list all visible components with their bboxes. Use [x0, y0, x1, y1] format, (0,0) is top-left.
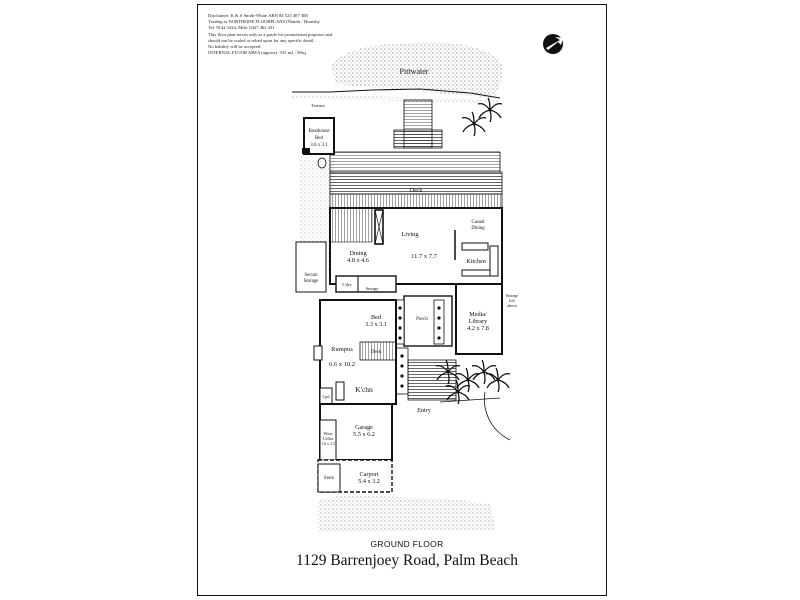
storage-label: Storage: [366, 286, 379, 291]
north-arrow-icon: [543, 34, 563, 54]
kitchenette-label: K'chn: [355, 385, 373, 394]
secure-storage-label: Secure: [304, 273, 317, 278]
deck-steps: [329, 151, 501, 173]
casual-dining-label: Dining: [471, 226, 485, 231]
cupboard-label: Cpd: [323, 394, 331, 399]
media-label: Media/: [469, 311, 487, 318]
main-deck: [329, 193, 503, 209]
shore-strip: [292, 94, 500, 104]
laundry-label: L'dry: [342, 282, 352, 287]
living-label: Living: [401, 231, 419, 238]
carport-label: Carport: [360, 471, 379, 478]
floor-level-label: GROUND FLOOR: [370, 539, 444, 549]
water-area: [332, 42, 503, 98]
small-deck-label: Deck: [371, 350, 382, 355]
secure-storage-label: Storage: [304, 279, 319, 284]
disclaimer-line: should not be scaled or relied upon for …: [208, 37, 315, 43]
entry-label: Entry: [417, 407, 432, 414]
deck-label: Deck: [410, 188, 423, 194]
rumpus-dimensions: 6.6 x 10.2: [329, 361, 355, 368]
porch-label: Porch: [416, 317, 428, 322]
garage-label: Garage: [355, 424, 373, 431]
rumpus-label: Rumpus: [331, 346, 353, 353]
disclaimer-line: Tel: 9144 3434; Mob: 0427 462 431: [208, 25, 275, 31]
boathouse-dimensions: 3.0 x 3.1: [310, 143, 328, 148]
media-dimensions: 4.2 x 7.8: [467, 325, 489, 332]
wine-cellar-label: Cellar: [323, 436, 334, 441]
kitchen-label: Kitchen: [466, 258, 486, 265]
disclaimer-line: INTERNAL FLOOR AREA (approx): 541 m2 : 5…: [208, 50, 306, 56]
storage-loft-label: above: [507, 303, 517, 308]
property-address: 1129 Barrenjoey Road, Palm Beach: [296, 552, 518, 569]
media-room: [455, 283, 503, 355]
storage-loft-label: loft: [509, 298, 515, 303]
living-dimensions: 11.7 x 7.7: [411, 253, 438, 260]
dining-label: Dining: [349, 250, 366, 257]
media-label: Library: [469, 318, 488, 325]
shoreline: [292, 88, 501, 99]
secure-storage: [295, 241, 327, 293]
pittwater-label: Pittwater: [400, 67, 429, 76]
disclaimer-block: Disclaimer: K & S Smith-White ABN 84 523…: [208, 13, 408, 56]
terrace-label: Terrace: [311, 103, 325, 108]
wine-cellar-dimensions: 1.6 x 3.3: [321, 442, 334, 446]
carport-dimensions: 5.4 x 3.2: [358, 478, 380, 485]
porch: [403, 295, 453, 347]
bed-label: Bed: [371, 314, 382, 321]
disclaimer-line: No liability will be accepted.: [208, 44, 262, 50]
wine-cellar-label: Wine: [324, 431, 333, 436]
dining-dimensions: 4.8 x 4.6: [347, 257, 369, 264]
boathouse-label: Bed: [315, 136, 324, 141]
verge-area: [318, 496, 494, 532]
disclaimer-line: Trading as NORTHSIDE FLOORPLANS (Nambi -…: [208, 19, 320, 25]
casual-dining-label: Casual: [471, 220, 485, 225]
garage-dimensions: 5.5 x 6.2: [353, 431, 375, 438]
disclaimer-line: This floor plan serves only as a guide f…: [208, 31, 333, 37]
boathouse-label: Boathouse: [308, 129, 330, 134]
disclaimer-line: Disclaimer: K & S Smith-White ABN 84 523…: [208, 13, 308, 18]
bed-dimensions: 3.3 x 3.1: [365, 321, 387, 328]
storage-loft-label: Storage: [506, 293, 518, 298]
store-label: Store: [324, 476, 334, 481]
